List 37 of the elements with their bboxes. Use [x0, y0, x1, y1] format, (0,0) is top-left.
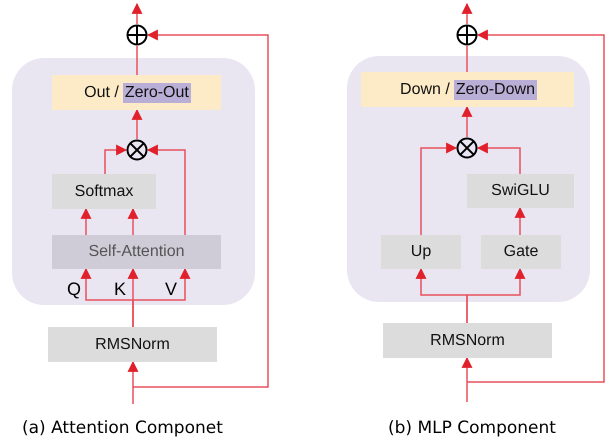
component-panel — [347, 56, 590, 302]
layer-box: Softmax — [52, 174, 156, 209]
arrow — [462, 356, 472, 402]
arrow — [146, 144, 186, 235]
layer-box: RMSNorm — [48, 327, 217, 362]
arrow — [466, 268, 526, 323]
layer-box: Up — [381, 235, 461, 269]
multiply-operator-icon — [126, 139, 148, 161]
arrow — [476, 142, 521, 174]
layer-box: Gate — [481, 235, 561, 269]
arrow — [462, 106, 472, 137]
arrow — [132, 2, 142, 24]
arrow — [104, 144, 128, 174]
arrow — [128, 360, 138, 404]
edge-label: Q — [67, 280, 82, 298]
arrow — [132, 108, 142, 139]
arrow — [80, 208, 92, 235]
output-projection-box: Out / Zero-Out — [52, 75, 221, 110]
panel-caption: (b) MLP Component — [388, 418, 556, 438]
output-projection-box: Down / Zero-Down — [361, 72, 574, 107]
component-panel — [12, 58, 255, 305]
layer-box: RMSNorm — [383, 323, 552, 358]
layer-box: SwiGLU — [467, 174, 574, 208]
edge-label: V — [165, 280, 178, 298]
arrow — [133, 30, 269, 388]
edge-label: K — [114, 280, 126, 298]
arrow — [462, 2, 472, 24]
arrow — [132, 268, 190, 327]
arrow — [128, 208, 138, 235]
arrow — [420, 142, 458, 235]
multiply-operator-icon — [456, 137, 478, 159]
arrow — [514, 206, 526, 235]
add-operator-icon — [456, 24, 478, 46]
arrow — [467, 30, 605, 383]
self-attention-box: Self-Attention — [52, 235, 221, 269]
add-operator-icon — [126, 24, 148, 46]
panel-caption: (a) Attention Componet — [22, 418, 223, 438]
